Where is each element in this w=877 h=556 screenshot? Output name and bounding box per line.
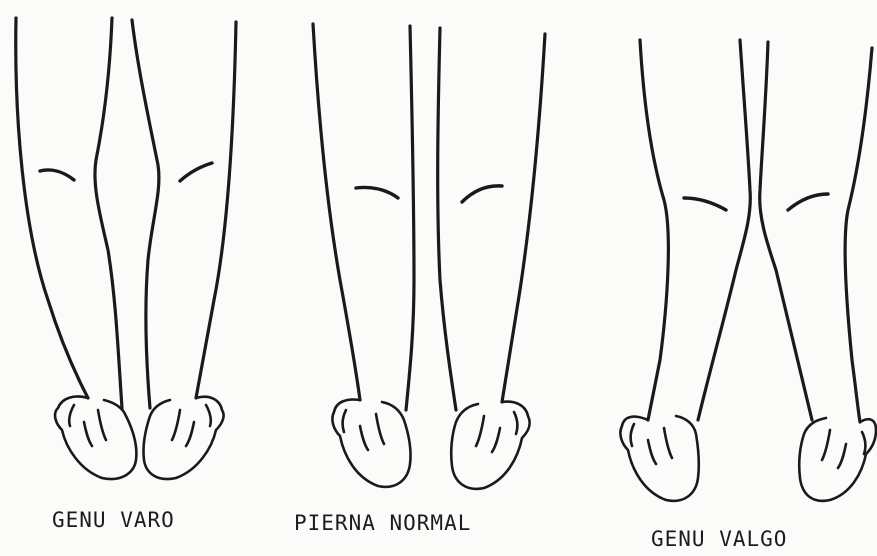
pierna-normal-drawing (313, 24, 545, 489)
valgo-right-leg-inner (760, 42, 812, 420)
varo-left-leg-inner (95, 18, 122, 408)
valgo-left-leg-inner (698, 40, 750, 420)
valgo-right-foot (799, 418, 876, 501)
genu-varo-drawing (16, 18, 236, 479)
normal-right-leg-inner (438, 28, 456, 410)
varo-left-knee-crease (40, 170, 74, 180)
normal-left-leg-inner (406, 26, 414, 410)
varo-right-heel-lines (172, 405, 211, 446)
valgo-right-heel-lines (822, 430, 865, 468)
caption-pierna-normal: PIERNA NORMAL (294, 511, 471, 535)
normal-right-leg-outer (502, 34, 545, 402)
varo-right-knee-crease (180, 163, 212, 181)
normal-left-knee-crease (356, 187, 398, 198)
caption-genu-varo: GENU VARO (52, 508, 175, 532)
normal-left-leg-outer (313, 24, 360, 400)
varo-left-heel-lines (69, 405, 106, 446)
varo-right-leg-inner (132, 20, 159, 408)
varo-right-foot (143, 397, 223, 479)
varo-right-leg-outer (196, 22, 236, 398)
normal-right-knee-crease (462, 186, 502, 202)
varo-left-leg-outer (16, 18, 88, 398)
valgo-left-knee-crease (684, 198, 726, 210)
valgo-right-knee-crease (788, 194, 828, 210)
caption-genu-valgo: GENU VALGO (651, 527, 787, 551)
valgo-right-leg-outer (845, 48, 872, 422)
varo-left-foot (55, 396, 136, 479)
normal-right-heel-lines (476, 412, 517, 452)
normal-right-foot (451, 402, 529, 489)
valgo-left-leg-outer (640, 40, 668, 420)
valgo-left-heel-lines (631, 424, 672, 464)
normal-left-heel-lines (343, 410, 384, 450)
genu-valgo-drawing (620, 40, 876, 501)
